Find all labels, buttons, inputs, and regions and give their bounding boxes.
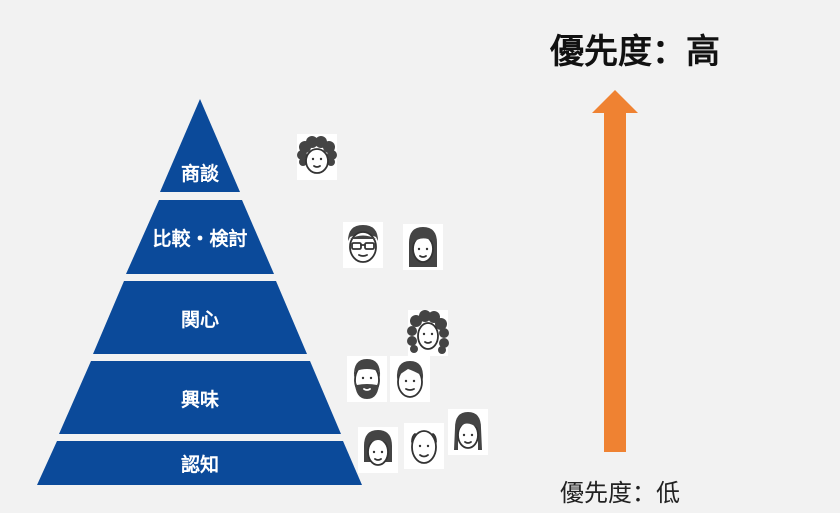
bob-hair-woman-icon <box>358 427 398 473</box>
long-hair-woman-icon <box>403 224 443 270</box>
glasses-man-icon <box>343 222 383 268</box>
priority-arrow-shaft <box>604 112 626 452</box>
tier-shape-curiosity <box>59 361 341 434</box>
tier-label-curiosity: 興味 <box>181 389 219 411</box>
short-hair-man-icon <box>390 356 430 402</box>
ponytail-woman-icon <box>448 409 488 455</box>
tier-label-negotiation: 商談 <box>181 162 220 185</box>
curly-hair-person-icon <box>297 134 337 180</box>
priority-arrow-head <box>592 90 638 113</box>
bearded-man-icon <box>347 356 387 402</box>
priority-high-label: 優先度：高 <box>550 32 720 72</box>
tier-label-awareness: 認知 <box>181 453 219 476</box>
tier-shape-negotiation <box>160 99 240 192</box>
bald-man-icon <box>404 423 444 469</box>
priority-low-label: 優先度：低 <box>560 479 680 507</box>
pyramid: 商談 比較・検討 関心 興味 認知 <box>37 99 362 485</box>
tier-label-comparison: 比較・検討 <box>152 227 247 250</box>
tier-shape-interest <box>93 281 307 354</box>
avatars <box>297 134 488 473</box>
tier-label-interest: 関心 <box>181 309 219 331</box>
tier-shape-comparison <box>126 200 274 274</box>
priority-arrow <box>592 90 638 452</box>
curly-hair-woman-icon <box>407 310 449 356</box>
tier-shape-awareness <box>37 441 362 485</box>
